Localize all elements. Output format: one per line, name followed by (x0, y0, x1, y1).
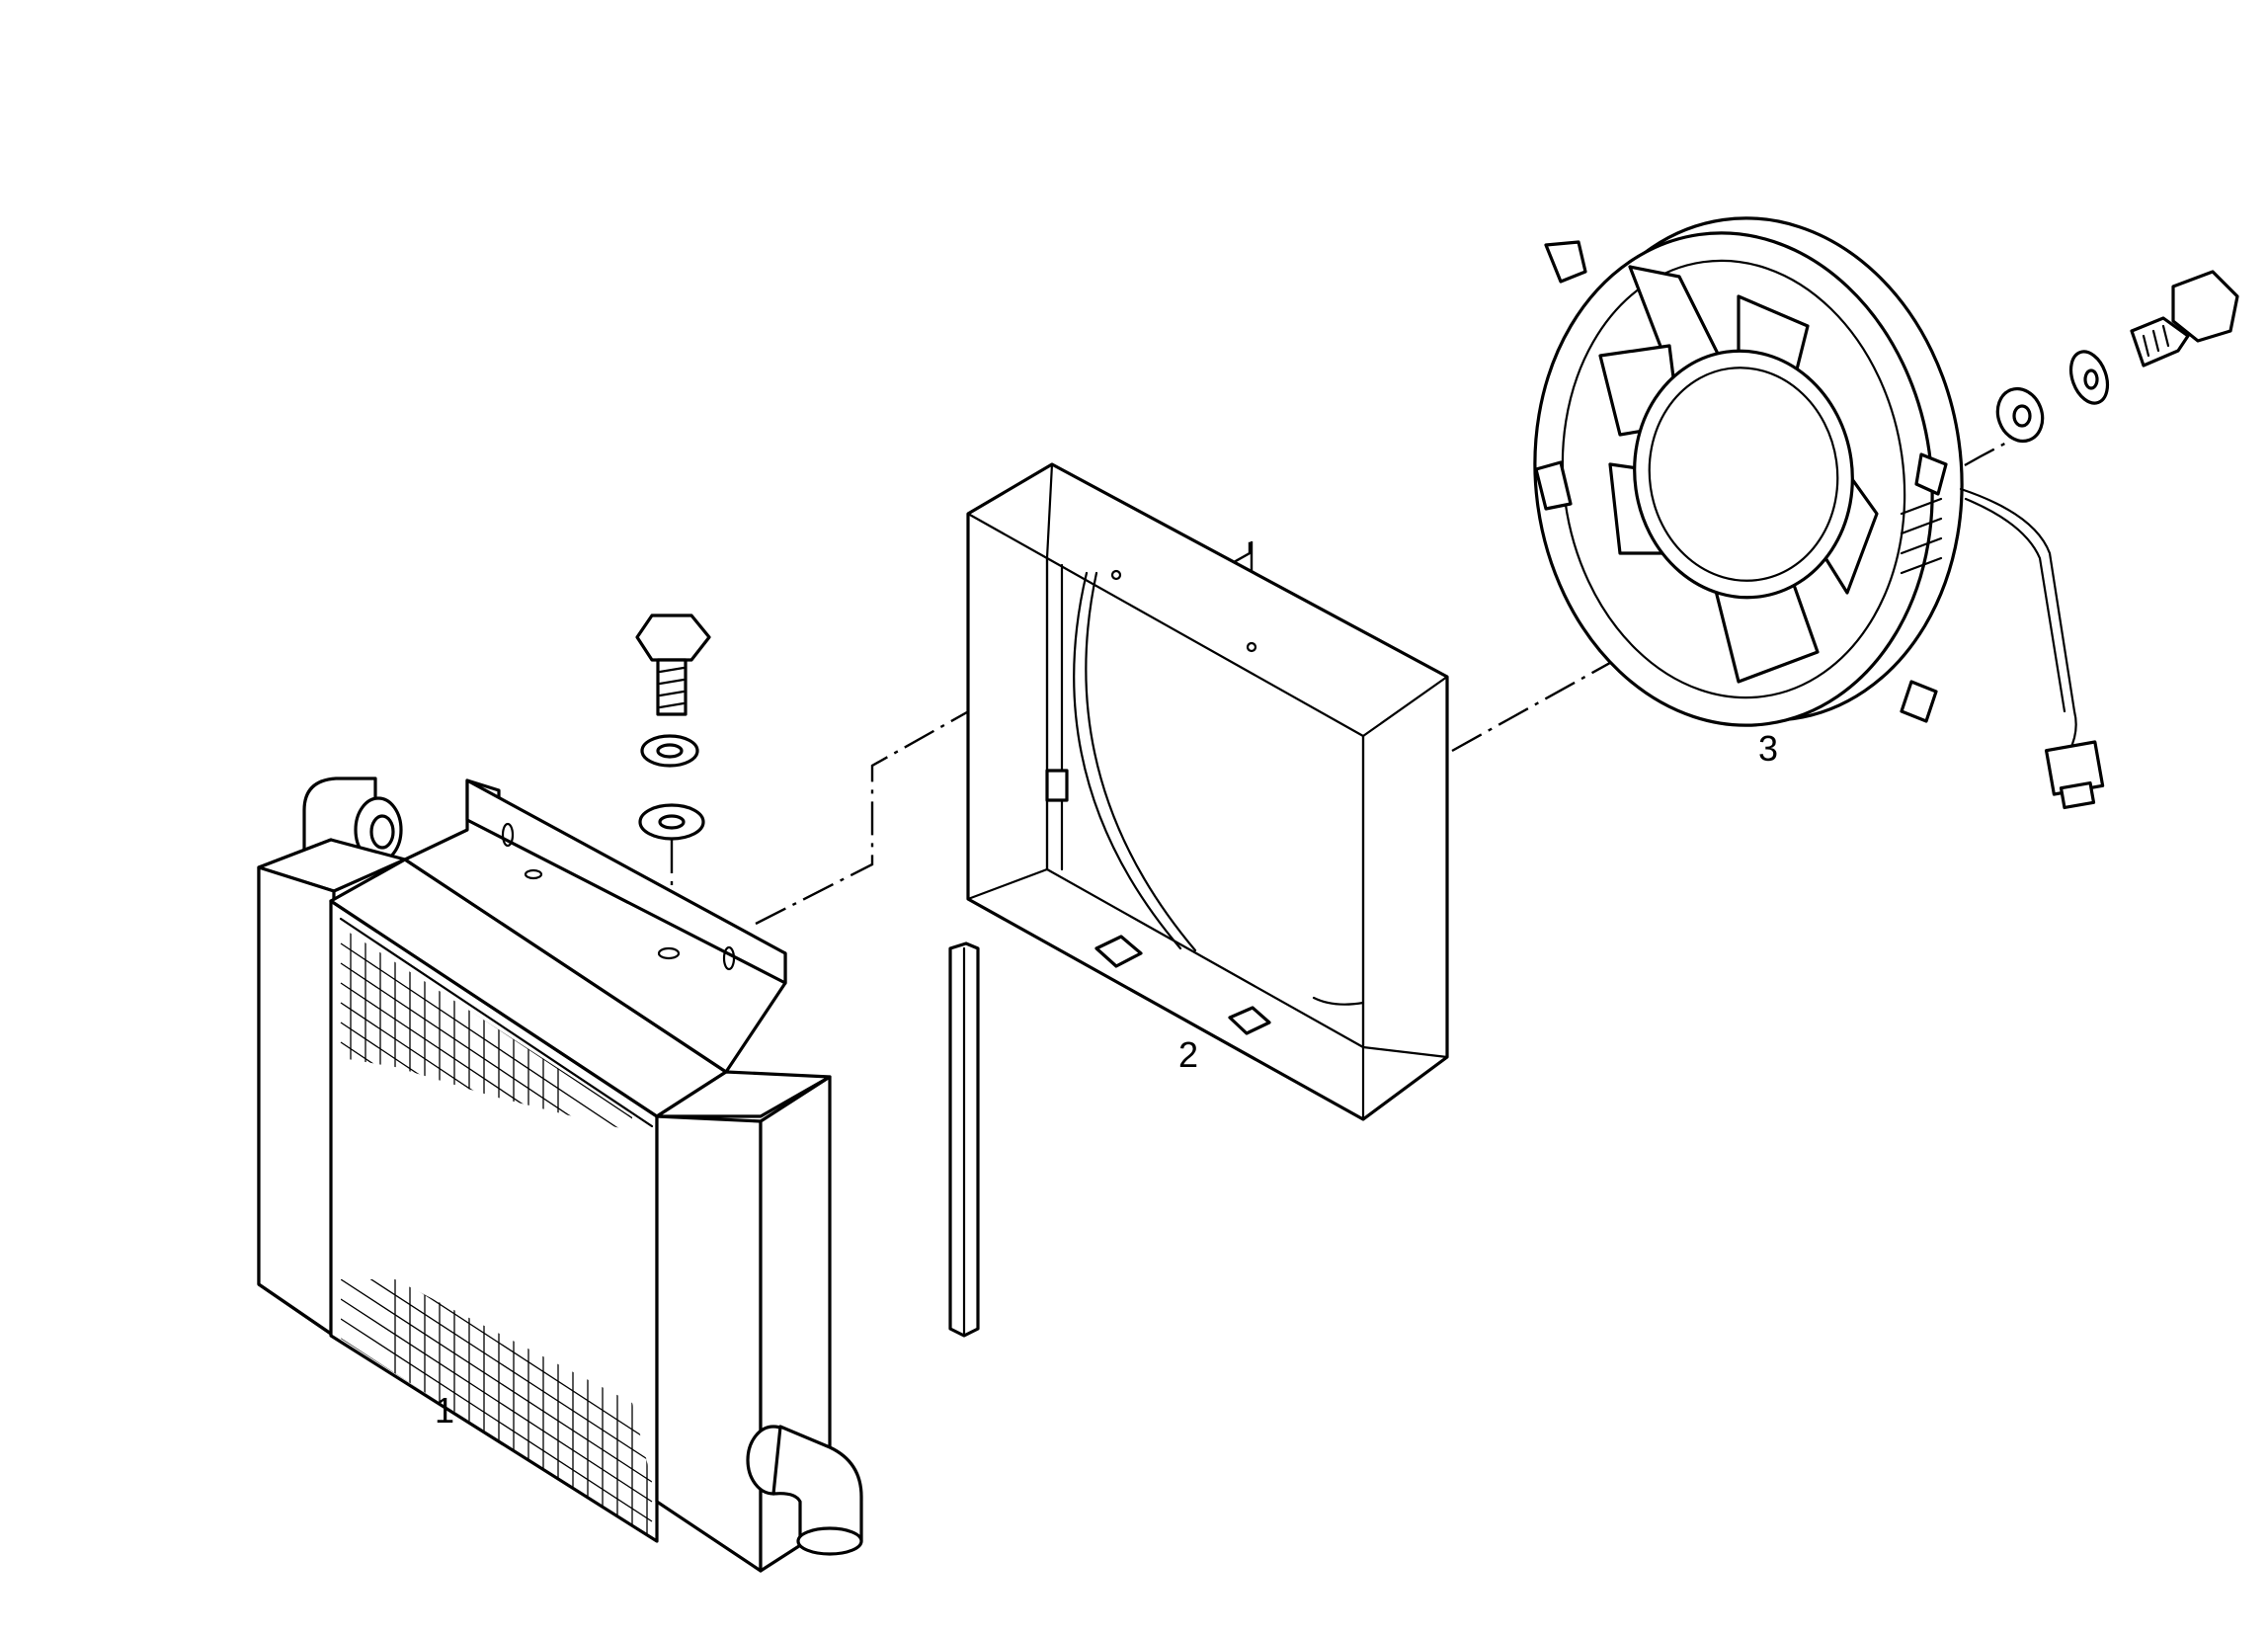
fan-shroud (966, 462, 1449, 1121)
radiator (257, 614, 863, 1573)
electric-fan (1533, 216, 2105, 810)
fan-hub (1633, 349, 1854, 600)
mounting-bracket (403, 778, 787, 1074)
fan-wire-connector (1959, 487, 2105, 810)
callout-radiator: 1 (435, 1390, 454, 1431)
callouts: 1 2 3 (435, 728, 1778, 1431)
bolt-and-washers-1 (635, 614, 711, 841)
inlet-elbow (302, 777, 403, 863)
callout-electric-fan: 3 (1758, 728, 1778, 769)
bolt-and-washers-3 (1995, 270, 2239, 444)
outlet-elbow (746, 1425, 863, 1556)
callout-fan-shroud: 2 (1178, 1034, 1198, 1075)
seal-strip (948, 941, 980, 1338)
